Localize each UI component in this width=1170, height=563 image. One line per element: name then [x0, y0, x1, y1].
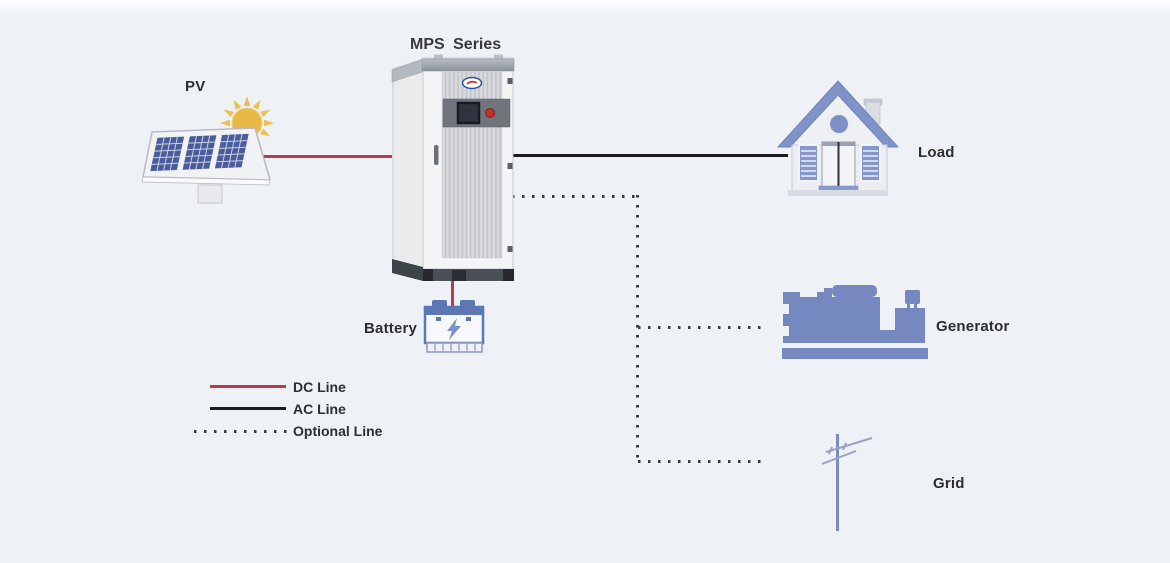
diagram-title: MPS Series [410, 36, 502, 53]
left-window [798, 144, 819, 182]
legend-optional-line-label: Optional Line [293, 423, 383, 439]
battery-icon [423, 300, 485, 353]
pv-stand [197, 184, 223, 204]
optional-line-to-grid [638, 460, 764, 463]
right-window [860, 144, 881, 182]
inverter-logo [461, 76, 483, 90]
door-handle [434, 145, 439, 165]
load-label: Load [918, 144, 955, 161]
generator-icon [782, 285, 928, 359]
house-icon [777, 80, 899, 196]
dc-line-pv-to-inverter [258, 155, 392, 158]
lightning-bolt-icon [447, 318, 461, 340]
legend-dc-line-label: DC Line [293, 379, 346, 395]
dc-line-inverter-to-battery [451, 278, 454, 307]
grid-label: Grid [933, 475, 965, 492]
battery-label: Battery [364, 320, 418, 337]
emergency-stop-button-icon [485, 108, 495, 118]
legend-optional-line-sample [194, 430, 288, 433]
optional-line-horizontal-from-inverter [512, 195, 638, 198]
inverter-cabinet-icon [391, 54, 515, 281]
ac-line-inverter-to-load [510, 154, 788, 157]
optional-line-to-generator [638, 326, 766, 329]
door [821, 141, 856, 191]
optional-line-vertical [636, 195, 639, 464]
grid-pole-icon [821, 434, 873, 531]
gable-window [827, 112, 851, 136]
inverter-screen [456, 101, 481, 125]
generator-label: Generator [936, 318, 1010, 335]
legend-dc-line-sample [210, 385, 286, 388]
legend-ac-line-sample [210, 407, 286, 410]
legend-ac-line-label: AC Line [293, 401, 346, 417]
pv-panel-icon [135, 96, 275, 204]
pv-label: PV [185, 78, 206, 95]
roof [777, 80, 899, 148]
